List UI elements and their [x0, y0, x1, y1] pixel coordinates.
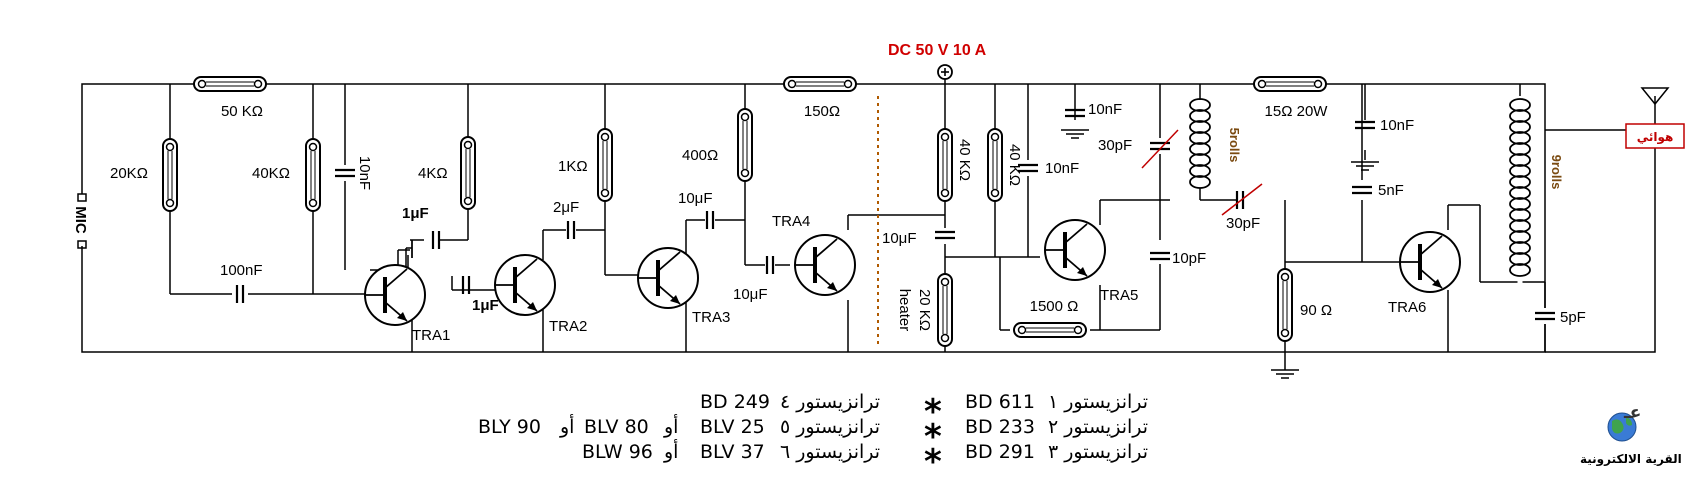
globe-icon	[1607, 412, 1637, 442]
label-tra3: TRA3	[692, 309, 730, 326]
logo-text: القرية الالكترونية	[1580, 452, 1682, 466]
capacitor-10nf-d	[1353, 120, 1377, 130]
label-r50k: 50 KΩ	[221, 103, 263, 120]
label-r15: 15Ω 20W	[1265, 103, 1329, 120]
label-r150: 150Ω	[804, 103, 840, 120]
label-c5pf: 5pF	[1560, 309, 1586, 326]
label-r400: 400Ω	[682, 147, 718, 164]
label-c10pf: 10pF	[1172, 250, 1206, 267]
part-1-label: ترانزيستور ١	[1048, 391, 1149, 413]
part-6-alt: BLW 96	[582, 441, 653, 463]
label-c5nf: 5nF	[1378, 182, 1404, 199]
label-coil1: 5rolls	[1227, 128, 1242, 163]
resistor-1500	[1013, 322, 1087, 338]
label-r1k: 1KΩ	[558, 158, 588, 175]
resistor-90	[1277, 268, 1293, 342]
ground-3	[1270, 369, 1300, 379]
antenna-label: هوائي	[1637, 130, 1674, 145]
resistor-15	[1253, 76, 1327, 92]
part-5-value: BLV 25	[700, 416, 765, 438]
label-c2uf: 2μF	[553, 199, 579, 216]
transistor-tra6	[1398, 230, 1462, 294]
antenna-symbol	[1625, 87, 1685, 149]
label-c1uf-b: 1μF	[472, 297, 499, 314]
label-c10nf-b: 10nF	[1045, 160, 1079, 177]
label-r4k: 4KΩ	[418, 165, 448, 182]
transistor-tra3	[636, 246, 700, 310]
transistor-tra4	[793, 233, 857, 297]
label-c30pf-a: 30pF	[1098, 137, 1132, 154]
star-2: *	[924, 417, 942, 457]
mic-symbol	[77, 188, 87, 249]
part-5-label: ترانزيستور ٥	[780, 416, 881, 438]
label-c10uf-a: 10μF	[678, 190, 713, 207]
resistor-40k	[305, 138, 321, 212]
part-1-value: BD 611	[965, 391, 1035, 413]
coil-5rolls	[1189, 98, 1211, 189]
label-tra1: TRA1	[412, 327, 450, 344]
or-word-3: أو	[664, 441, 679, 463]
label-tra6: TRA6	[1388, 299, 1426, 316]
resistor-40k-c	[987, 128, 1003, 202]
logo-mark: عـ	[1624, 403, 1642, 423]
resistor-4k	[460, 136, 476, 210]
label-c10uf-c: 10μF	[882, 230, 917, 247]
label-r40k: 40KΩ	[252, 165, 290, 182]
part-6-value: BLV 37	[700, 441, 765, 463]
transistor-tra2	[493, 253, 557, 317]
part-6-label: ترانزيستور ٦	[780, 441, 881, 463]
part-4-value: BD 249	[700, 391, 770, 413]
resistor-400	[737, 108, 753, 182]
power-terminal	[937, 64, 953, 84]
part-5-alt: BLV 80	[584, 416, 649, 438]
label-r20k-heater: 20 KΩ	[916, 289, 933, 331]
trimmer-arrow-1	[1141, 129, 1179, 169]
ground-1	[1060, 129, 1090, 139]
resistor-20k	[162, 138, 178, 212]
star-3: *	[924, 442, 942, 480]
part-3-value: BD 291	[965, 441, 1035, 463]
resistor-40k-b	[937, 128, 953, 202]
trimmer-arrow-2	[1221, 183, 1263, 216]
power-label: DC 50 V 10 A	[888, 42, 987, 59]
transistor-tra5	[1043, 218, 1107, 282]
ground-2	[1350, 161, 1380, 171]
label-tra2: TRA2	[549, 318, 587, 335]
label-c30pf-b: 30pF	[1226, 215, 1260, 232]
wires	[81, 83, 1656, 370]
part-2-label: ترانزيستور ٢	[1048, 416, 1149, 438]
resistor-20k-heater	[937, 273, 953, 347]
label-r90: 90 Ω	[1300, 302, 1332, 319]
label-r40k-c: 40 KΩ	[1006, 144, 1023, 186]
label-r1500: 1500 Ω	[1030, 298, 1079, 315]
label-tra4: TRA4	[772, 213, 810, 230]
label-c1uf-a: 1μF	[402, 205, 429, 222]
resistor-50k	[193, 76, 267, 92]
label-c100nf: 100nF	[220, 262, 263, 279]
label-r40k-b: 40 KΩ	[956, 139, 973, 181]
resistor-1k	[597, 128, 613, 202]
label-c10uf-b: 10μF	[733, 286, 768, 303]
coil-9rolls	[1509, 98, 1531, 277]
label-heater: heater	[896, 289, 913, 332]
label-coil2: 9rolls	[1549, 155, 1564, 190]
transistor-tra1	[363, 263, 427, 327]
logo: عـ	[1600, 403, 1646, 445]
star-1: *	[924, 392, 942, 432]
label-r20k: 20KΩ	[110, 165, 148, 182]
resistor-150	[783, 76, 857, 92]
label-c10nf-a: 10nF	[356, 156, 373, 190]
part-2-value: BD 233	[965, 416, 1035, 438]
or-word-1: أو	[664, 416, 679, 438]
part-4-label: ترانزيستور ٤	[780, 391, 881, 413]
mic-label: MIC	[72, 206, 89, 234]
label-tra5: TRA5	[1100, 287, 1138, 304]
part-3-label: ترانزيستور ٣	[1048, 441, 1149, 463]
or-word-2: أو	[560, 416, 575, 438]
label-c10nf-c: 10nF	[1088, 101, 1122, 118]
part-5-alt2: BLY 90	[478, 416, 541, 438]
label-c10nf-d: 10nF	[1380, 117, 1414, 134]
